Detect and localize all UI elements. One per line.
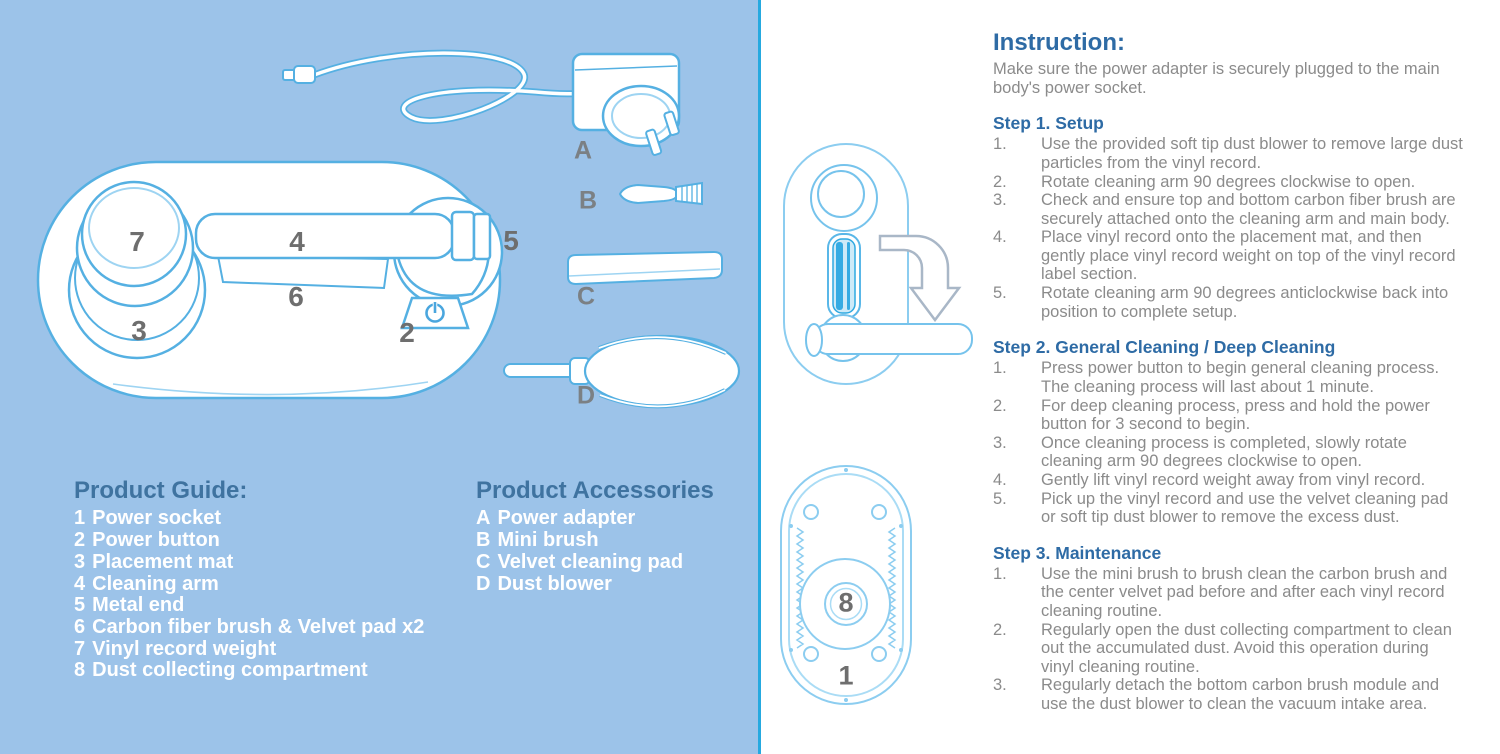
instruction-panel: 8 1 Instruction: Make sure the power ada…: [761, 0, 1500, 754]
main-device-diagram: [36, 160, 504, 400]
step-instruction-item: 4. Gently lift vinyl record weight away …: [993, 470, 1426, 489]
step-instruction-item: 1. Use the provided soft tip dust blower…: [993, 135, 1463, 172]
step-instruction-item: 3. Check and ensure top and bottom carbo…: [993, 191, 1456, 228]
step-1-setup: Step 1. Setup 1. Use the provided soft t…: [993, 113, 1485, 321]
step-instruction-item: 2. For deep cleaning process, press and …: [993, 396, 1430, 434]
step-instruction-item: 3. Once cleaning process is completed, s…: [993, 433, 1407, 471]
instructions: Instruction: Make sure the power adapter…: [993, 30, 1485, 714]
step-2-items: 1. Press power button to begin general c…: [993, 359, 1485, 526]
velvet-pad-diagram: [567, 250, 723, 286]
step-instruction-item: 2. Rotate cleaning arm 90 degrees clockw…: [993, 172, 1416, 191]
rotate-arrow-icon: [878, 234, 962, 323]
step-1-heading: Step 1. Setup: [993, 113, 1104, 134]
label-vinyl-record-weight: 7: [129, 226, 145, 257]
instructions-title: Instruction:: [993, 29, 1125, 56]
step-instruction-item: 2. Regularly open the dust collecting co…: [993, 620, 1452, 676]
step-instruction-item: 1. Use the mini brush to brush clean the…: [993, 564, 1448, 621]
label-dust-collecting-compartment: 8: [838, 587, 854, 618]
power-icon: [425, 301, 445, 323]
step-2-heading: Step 2. General Cleaning / Deep Cleaning: [993, 337, 1336, 358]
step-instruction-item: 3. Regularly detach the bottom carbon br…: [993, 676, 1440, 713]
label-dust-blower: D: [576, 381, 596, 410]
label-power-adapter: A: [573, 136, 593, 165]
mini-brush-diagram: [618, 181, 703, 206]
step-instruction-item: 5. Pick up the vinyl record and use the …: [993, 489, 1449, 527]
step-3-maintenance: Step 3. Maintenance 1. Use the mini brus…: [993, 543, 1485, 714]
product-guide-title: Product Guide:: [74, 477, 248, 504]
dust-blower-diagram: [503, 334, 741, 409]
step-instruction-item: 1. Press power button to begin general c…: [993, 359, 1440, 396]
power-adapter-diagram: [282, 49, 681, 156]
step-1-items: 1. Use the provided soft tip dust blower…: [993, 135, 1485, 321]
bottom-view-diagram: [780, 465, 912, 705]
step-instruction-item: 5. Rotate cleaning arm 90 degrees anticl…: [993, 284, 1449, 321]
step-2-cleaning: Step 2. General Cleaning / Deep Cleaning…: [993, 337, 1485, 526]
label-cleaning-arm: 4: [289, 226, 305, 257]
label-mini-brush: B: [578, 186, 598, 215]
instructions-intro: Make sure the power adapter is securely …: [993, 60, 1440, 97]
product-accessories-title: Product Accessories: [476, 477, 714, 504]
label-power-socket: 1: [838, 660, 854, 691]
label-carbon-fiber-brush: 6: [288, 281, 304, 312]
label-velvet-cleaning-pad: C: [576, 282, 596, 311]
top-view-diagram: [783, 143, 973, 385]
label-placement-mat: 3: [131, 315, 147, 346]
step-instruction-item: 4. Place vinyl record onto the placement…: [993, 228, 1456, 284]
label-power-button: 2: [399, 317, 415, 348]
step-3-items: 1. Use the mini brush to brush clean the…: [993, 565, 1485, 714]
label-metal-end: 5: [503, 225, 519, 256]
step-3-heading: Step 3. Maintenance: [993, 542, 1162, 563]
